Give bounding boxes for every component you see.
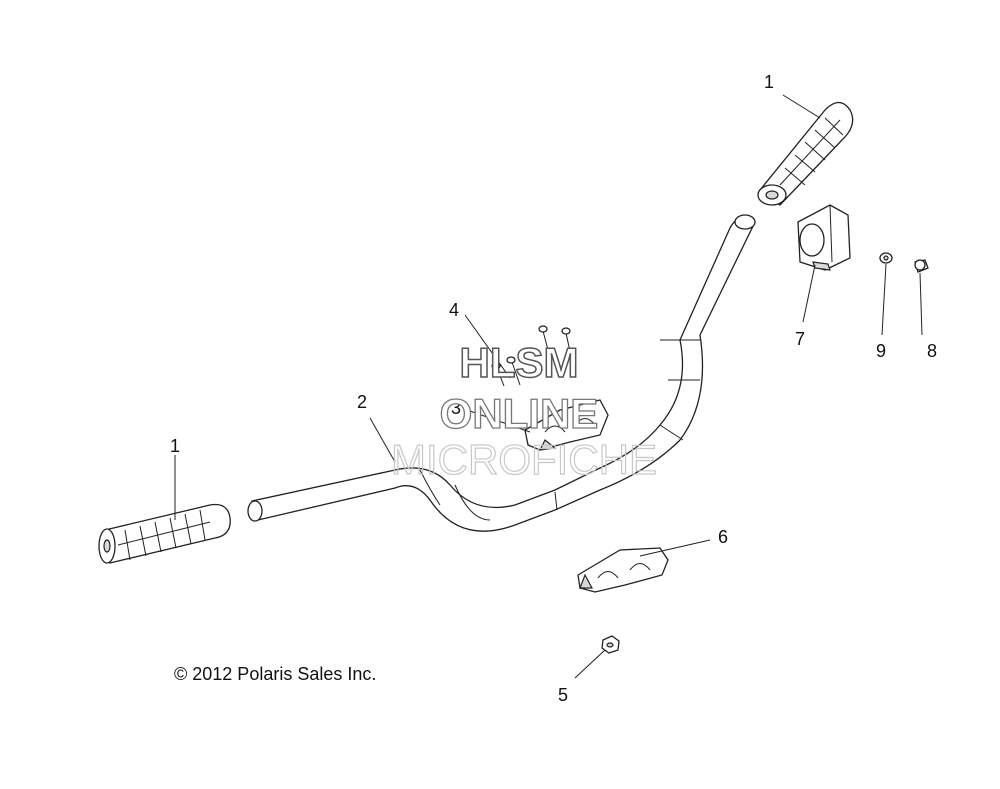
watermark-line-1: HLSM [460, 339, 579, 386]
fitting-9 [879, 252, 893, 264]
upper-clamp [524, 399, 609, 451]
callout-3: 3 [451, 398, 461, 418]
callout-4: 4 [449, 300, 459, 320]
cover-block [797, 204, 851, 271]
callout-5: 5 [558, 685, 568, 705]
callout-8: 8 [927, 341, 937, 361]
callout-6: 6 [718, 527, 728, 547]
leader-lines [174, 94, 923, 679]
callout-7: 7 [795, 329, 805, 349]
watermark: HLSM ONLINE MICROFICHE [390, 338, 657, 483]
copyright-text: © 2012 Polaris Sales Inc. [174, 664, 376, 684]
watermark-line-3: MICROFICHE [391, 436, 657, 483]
watermark-line-2: ONLINE [440, 390, 599, 437]
left-grip [98, 503, 231, 564]
callout-1-left: 1 [170, 436, 180, 456]
lower-clamp [577, 547, 669, 593]
right-grip [757, 101, 854, 206]
callout-9: 9 [876, 341, 886, 361]
fitting-8 [914, 259, 929, 273]
bolts [491, 325, 574, 387]
nut [601, 635, 620, 654]
callout-1-right: 1 [764, 72, 774, 92]
callout-2: 2 [357, 392, 367, 412]
handlebar [247, 214, 756, 532]
